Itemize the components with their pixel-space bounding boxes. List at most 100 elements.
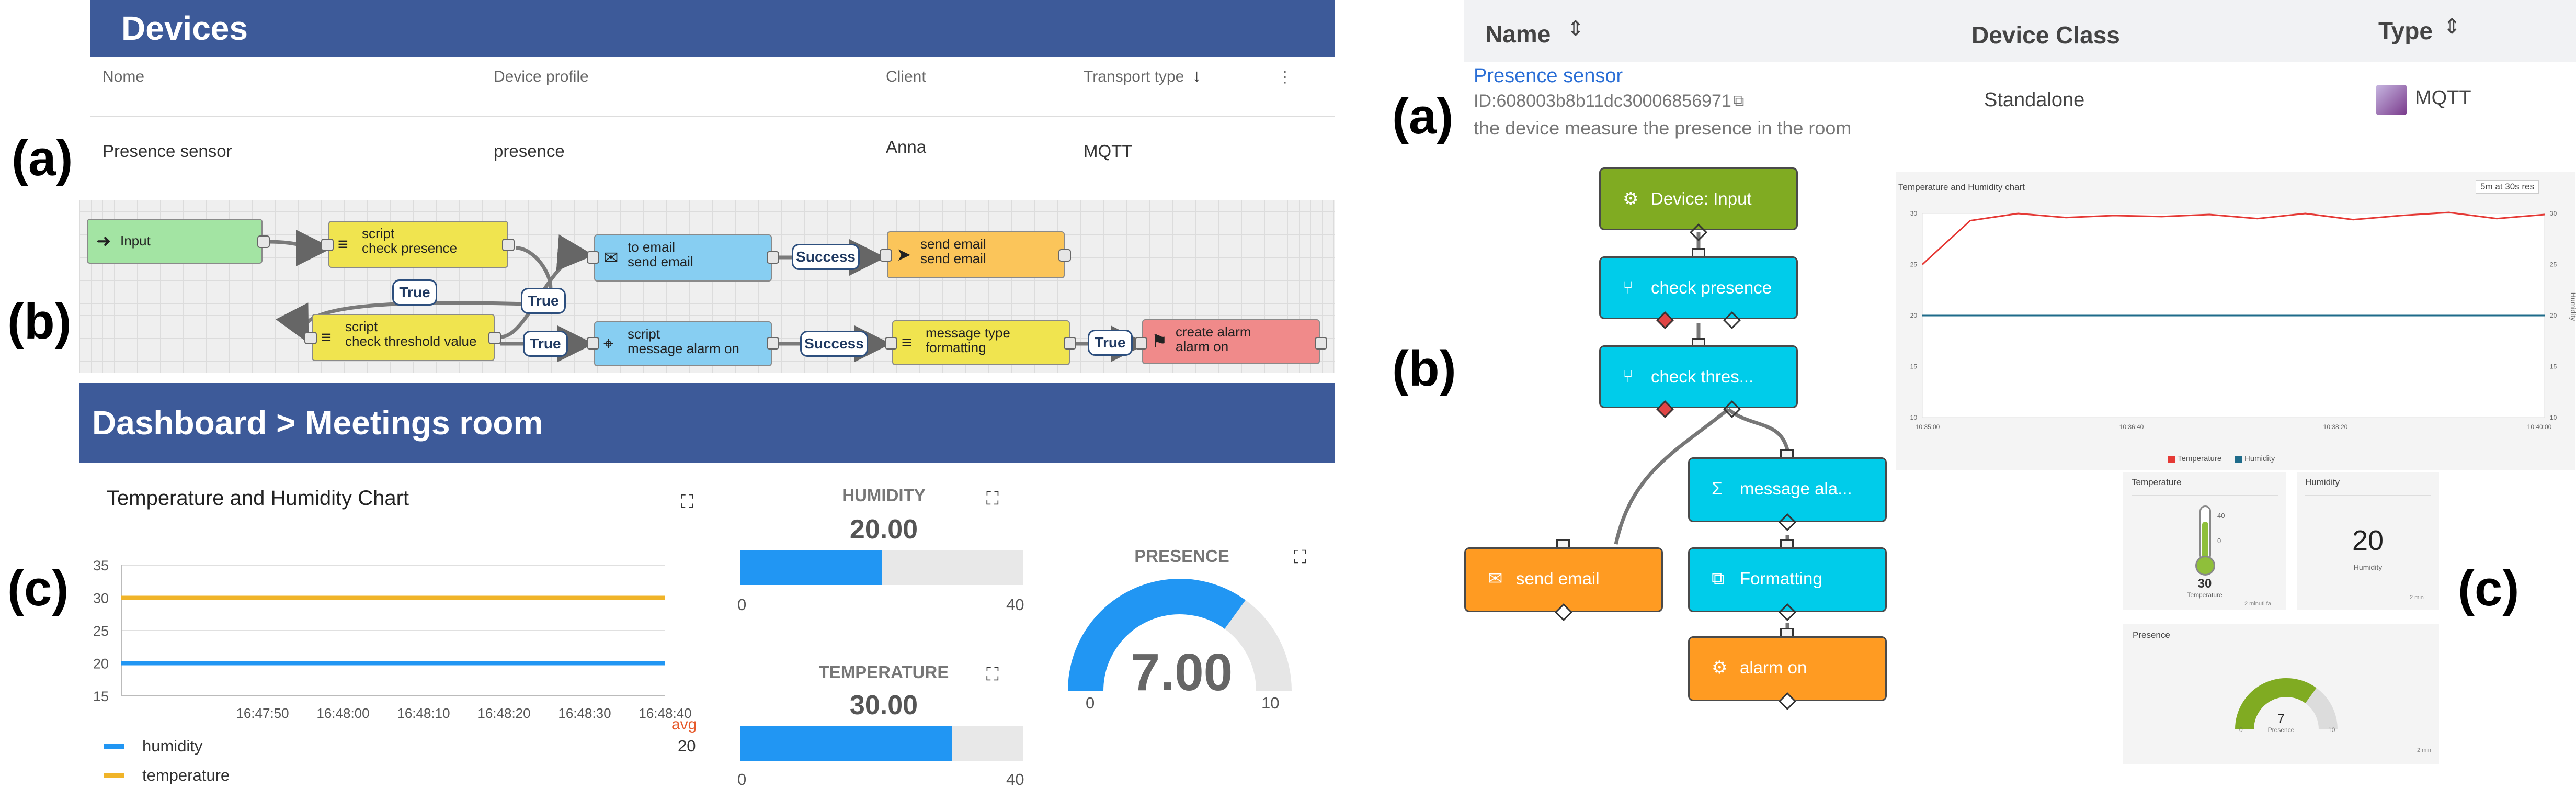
- envelope-icon: ✉: [1488, 569, 1503, 589]
- node-message-type[interactable]: ≡ message type formatting: [892, 320, 1070, 365]
- node-type: script: [345, 319, 378, 334]
- expand-icon[interactable]: ⛶: [986, 665, 999, 684]
- presence-widget-footer: 2 min: [2417, 747, 2431, 753]
- port[interactable]: [587, 337, 599, 350]
- column-device-profile[interactable]: Device profile: [494, 68, 589, 85]
- y-tick-label: 25: [1910, 261, 1918, 268]
- column-transport-type[interactable]: Transport type: [1084, 68, 1184, 85]
- port[interactable]: [304, 332, 317, 344]
- node-check-presence[interactable]: ≡ script check presence: [328, 221, 508, 268]
- sort-down-icon[interactable]: ↓: [1192, 66, 1201, 86]
- port[interactable]: [767, 337, 779, 350]
- port[interactable]: [502, 239, 515, 251]
- port[interactable]: [321, 239, 334, 251]
- column-more[interactable]: ⋮: [1277, 69, 1293, 86]
- presence-widget-title: Presence: [2133, 630, 2170, 640]
- flow-node-check-threshold[interactable]: ⑂ check thres...: [1599, 345, 1798, 408]
- table-row[interactable]: Presence sensor presence Anna MQTT: [90, 117, 1335, 185]
- port[interactable]: [767, 251, 779, 264]
- devices-table-header: Nome Device profile Client Transport typ…: [90, 57, 1335, 117]
- column-device-class[interactable]: Device Class: [1971, 21, 2120, 49]
- flow-node-label: message ala...: [1740, 479, 1852, 498]
- node-to-email[interactable]: ✉ to email send email: [594, 234, 772, 282]
- legend-temperature[interactable]: Temperature: [2178, 454, 2222, 463]
- panel-label-a: (a): [12, 130, 73, 186]
- presence-card: PRESENCE ⛶ 7.00 0 10: [1035, 528, 1335, 738]
- node-create-alarm[interactable]: ⚑ create alarm alarm on: [1142, 319, 1320, 364]
- thermo-zero: 0: [2217, 537, 2221, 545]
- device-name-link[interactable]: Presence sensor: [1474, 65, 1623, 87]
- port[interactable]: [1058, 249, 1071, 262]
- flow-node-send-email[interactable]: ✉ send email: [1464, 547, 1663, 612]
- x-tick-label: 16:48:20: [477, 705, 530, 721]
- port[interactable]: [587, 251, 599, 264]
- node-send-email[interactable]: ➤ send email send email: [887, 231, 1065, 278]
- link-label-true[interactable]: True: [1088, 330, 1133, 356]
- legend-humidity[interactable]: Humidity: [2244, 454, 2275, 463]
- legend-temperature[interactable]: temperature: [142, 766, 230, 784]
- flow-node-message-alarm[interactable]: Σ message ala...: [1688, 457, 1887, 522]
- humidity-min: 0: [737, 595, 747, 614]
- filter-icon: ≡: [321, 328, 332, 347]
- y-tick-label: 25: [93, 623, 109, 639]
- send-icon: ➤: [896, 245, 911, 265]
- device-client: Anna: [886, 137, 927, 156]
- thermo-max: 40: [2217, 512, 2225, 520]
- flow-node-formatting[interactable]: ⧉ Formatting: [1688, 547, 1887, 612]
- link-label-success[interactable]: Success: [800, 331, 868, 357]
- port[interactable]: [488, 332, 501, 344]
- presence-value: 7.00: [1131, 643, 1233, 702]
- y-tick-label: 15: [1910, 363, 1918, 370]
- device-name[interactable]: Presence sensor: [102, 141, 232, 161]
- column-type[interactable]: Type: [2378, 17, 2433, 44]
- flow-node-label: check presence: [1651, 278, 1772, 297]
- node-type: script: [628, 326, 660, 342]
- sort-icon[interactable]: ⇕: [1567, 17, 1585, 40]
- node-message-alarm[interactable]: ⌖ script message alarm on: [594, 321, 772, 366]
- rule-chain-canvas[interactable]: ➜ Input ≡ script check presence ≡ script…: [79, 200, 1335, 373]
- link-label-true[interactable]: True: [523, 331, 568, 357]
- flow-node-label: check thres...: [1651, 367, 1754, 386]
- expand-icon[interactable]: ⛶: [986, 489, 999, 509]
- humidity-card: HUMIDITY ⛶ 20.00 0 40: [732, 471, 1035, 628]
- y-tick-label: 10: [1910, 414, 1918, 421]
- node-input[interactable]: ➜ Input: [87, 219, 263, 264]
- x-tick-label: 10:36:40: [2119, 423, 2144, 431]
- legend-humidity[interactable]: humidity: [142, 737, 203, 755]
- humidity-widget-value: 20: [2352, 525, 2384, 556]
- port[interactable]: [885, 337, 897, 350]
- y-tick-label: 20: [93, 656, 109, 672]
- node-name: send email: [920, 251, 986, 266]
- interval-selector[interactable]: 5m at 30s res: [2476, 180, 2539, 194]
- node-check-threshold[interactable]: ≡ script check threshold value: [312, 314, 495, 361]
- flow-node-check-presence[interactable]: ⑂ check presence: [1599, 256, 1798, 319]
- filter-icon: ≡: [902, 333, 912, 353]
- port[interactable]: [1315, 337, 1327, 350]
- y2-tick-label: 20: [2550, 312, 2557, 319]
- expand-icon[interactable]: ⛶: [1294, 547, 1306, 567]
- link-label-true[interactable]: True: [392, 279, 437, 306]
- humidity-max: 40: [1006, 595, 1024, 614]
- column-name[interactable]: Nome: [102, 68, 145, 85]
- input-icon: ➜: [96, 231, 111, 251]
- x-tick-label: 16:48:00: [316, 705, 369, 721]
- device-icon: ⚙: [1623, 189, 1639, 209]
- port[interactable]: [880, 249, 892, 262]
- copy-icon[interactable]: ⧉: [1733, 92, 1745, 109]
- y2-tick-label: 25: [2550, 261, 2557, 268]
- link-label-success[interactable]: Success: [792, 244, 860, 270]
- expand-icon[interactable]: ⛶: [681, 492, 693, 512]
- table-row[interactable]: Presence sensor ID:608003b8b11dc30006856…: [1464, 62, 2576, 145]
- flow-connections: [1614, 232, 1791, 634]
- branch-icon: ⑂: [1623, 367, 1634, 387]
- dashboard-banner: Dashboard > Meetings room: [79, 383, 1335, 463]
- sort-icon[interactable]: ⇕: [2443, 15, 2461, 38]
- column-client[interactable]: Client: [886, 68, 926, 85]
- flow-node-device-input[interactable]: ⚙ Device: Input: [1599, 167, 1798, 230]
- flow-node-alarm-on[interactable]: ⚙ alarm on: [1688, 636, 1887, 701]
- port[interactable]: [1135, 337, 1147, 350]
- column-name[interactable]: Name: [1485, 20, 1551, 48]
- link-label-true[interactable]: True: [521, 288, 566, 314]
- port[interactable]: [1064, 337, 1076, 350]
- port[interactable]: [257, 235, 270, 248]
